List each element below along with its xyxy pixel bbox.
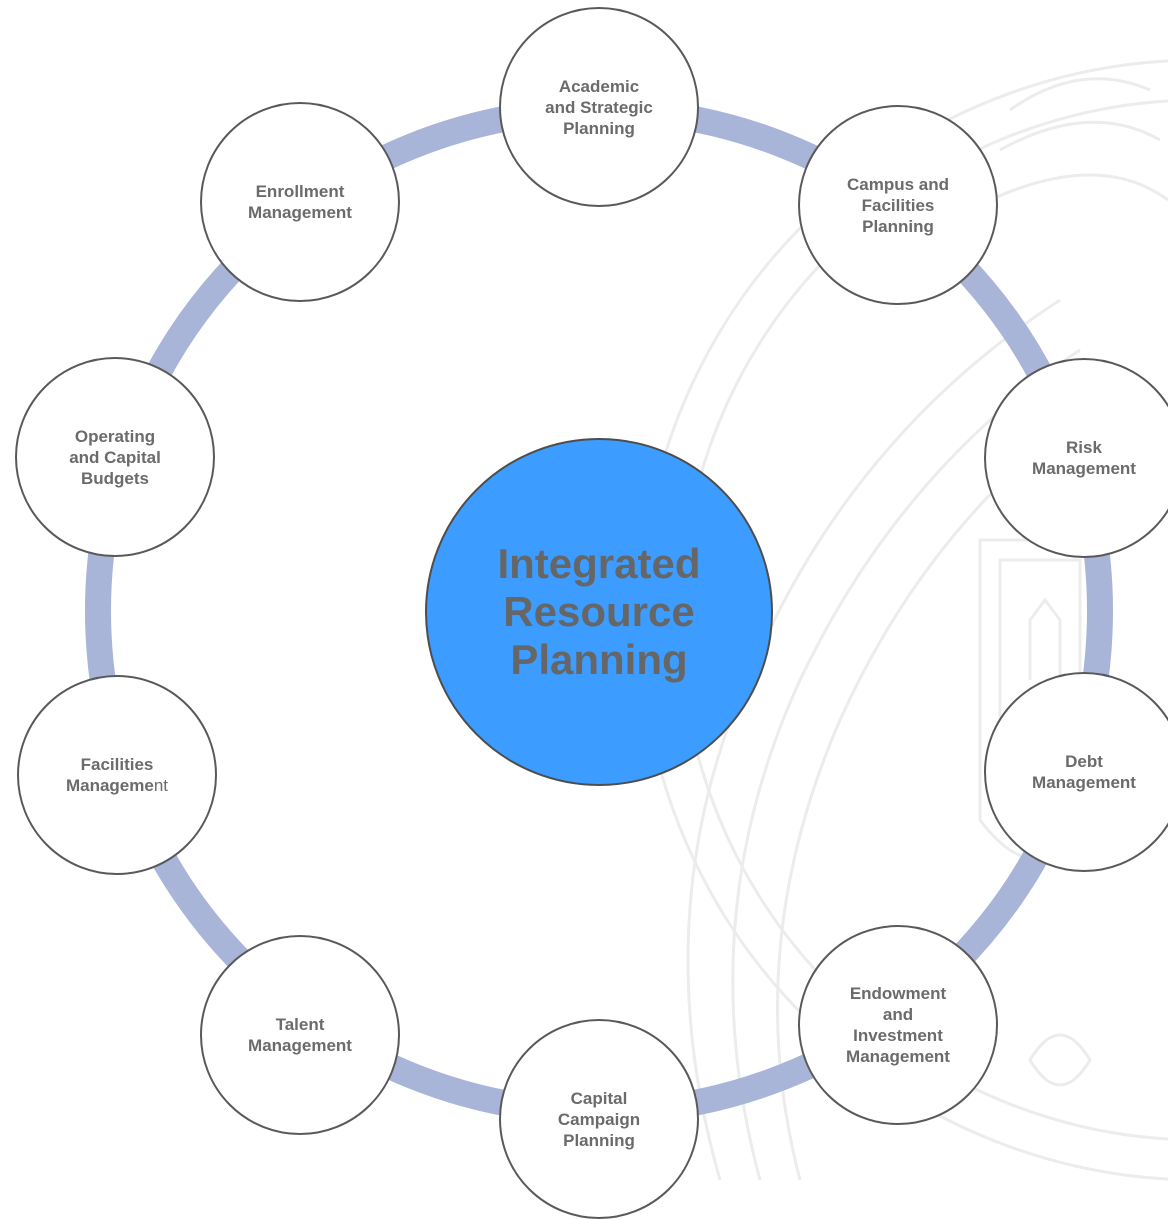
node-capital-campaign-planning: Capital Campaign Planning	[499, 1019, 699, 1219]
node-label-line1: Facilities	[80, 755, 154, 774]
node-label-bold: Manageme	[65, 776, 154, 795]
center-hub: Integrated Resource Planning	[425, 438, 773, 786]
node-talent-management: Talent Management	[200, 935, 400, 1135]
node-label: Talent Management	[248, 1015, 352, 1055]
node-label: Academic and Strategic Planning	[545, 76, 653, 138]
node-label: Debt Management	[1032, 752, 1136, 792]
center-title: Integrated Resource Planning	[497, 540, 701, 683]
node-operating-capital-budgets: Operating and Capital Budgets	[15, 357, 215, 557]
node-label: Endowment and Investment Management	[846, 984, 950, 1066]
node-campus-facilities-planning: Campus and Facilities Planning	[798, 105, 998, 305]
node-enrollment-management: Enrollment Management	[200, 102, 400, 302]
node-academic-planning: Academic and Strategic Planning	[499, 7, 699, 207]
node-label: Campus and Facilities Planning	[846, 174, 950, 236]
node-label: Risk Management	[1032, 438, 1136, 478]
node-debt-management: Debt Management	[984, 672, 1168, 872]
node-label-light: nt	[153, 776, 169, 795]
node-label: Operating and Capital Budgets	[69, 426, 161, 488]
node-risk-management: Risk Management	[984, 358, 1168, 558]
node-endowment-investment: Endowment and Investment Management	[798, 925, 998, 1125]
node-label: Enrollment Management	[248, 182, 352, 222]
node-label: Capital Campaign Planning	[557, 1088, 641, 1150]
